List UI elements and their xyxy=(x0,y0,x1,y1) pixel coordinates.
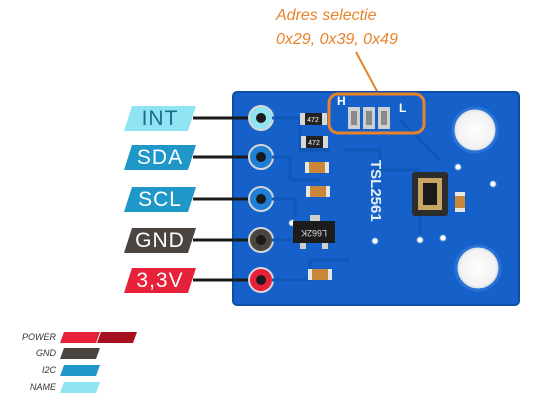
address-highlight xyxy=(327,92,426,135)
pin-label-power: 3,3V xyxy=(124,268,196,293)
legend-label-power: POWER xyxy=(21,332,56,342)
callout-addresses: 0x29, 0x39, 0x49 xyxy=(276,31,398,48)
pin-int-hole xyxy=(256,113,266,123)
resistor-top-code: 472 xyxy=(307,117,319,124)
resistor-top: 472 xyxy=(300,113,327,125)
capacitors xyxy=(305,162,465,280)
legend-swatch-power-dark xyxy=(97,332,137,343)
pin-label-int: INT xyxy=(124,106,196,131)
legend-label-i2c: I2C xyxy=(41,365,56,375)
legend-swatch-i2c xyxy=(60,365,100,376)
legend-label-gnd: GND xyxy=(36,348,56,358)
pin-power-hole xyxy=(256,275,266,285)
legend-label-name: NAME xyxy=(29,382,56,392)
resistor-second-code: 472 xyxy=(308,140,320,147)
pin-sda-hole xyxy=(256,152,266,162)
pin-label-scl: SCL xyxy=(124,187,196,212)
sensor-chip xyxy=(412,172,448,216)
mounting-hole-bottom xyxy=(454,244,502,292)
legend-swatch-name xyxy=(60,382,100,393)
pcb-traces xyxy=(272,116,442,282)
legend-swatch-power xyxy=(60,332,100,343)
mounting-hole-top xyxy=(451,106,499,154)
callout-title: Adres selectie xyxy=(276,7,377,24)
pin-scl-hole xyxy=(256,194,266,204)
jumper-label-low: L xyxy=(399,101,406,115)
chip-label: TSL2561 xyxy=(367,160,384,222)
pin-label-gnd: GND xyxy=(124,228,196,253)
pin-label-sda: SDA xyxy=(124,145,196,170)
regulator-code: L662K xyxy=(301,228,327,238)
address-jumper: H L xyxy=(337,94,406,129)
resistor-second: 472 xyxy=(301,136,328,148)
legend-swatch-gnd xyxy=(60,348,100,359)
regulator: L662K xyxy=(293,215,335,249)
callout-pointer xyxy=(355,51,379,94)
jumper-label-high: H xyxy=(337,94,346,108)
pin-gnd-hole xyxy=(256,235,266,245)
